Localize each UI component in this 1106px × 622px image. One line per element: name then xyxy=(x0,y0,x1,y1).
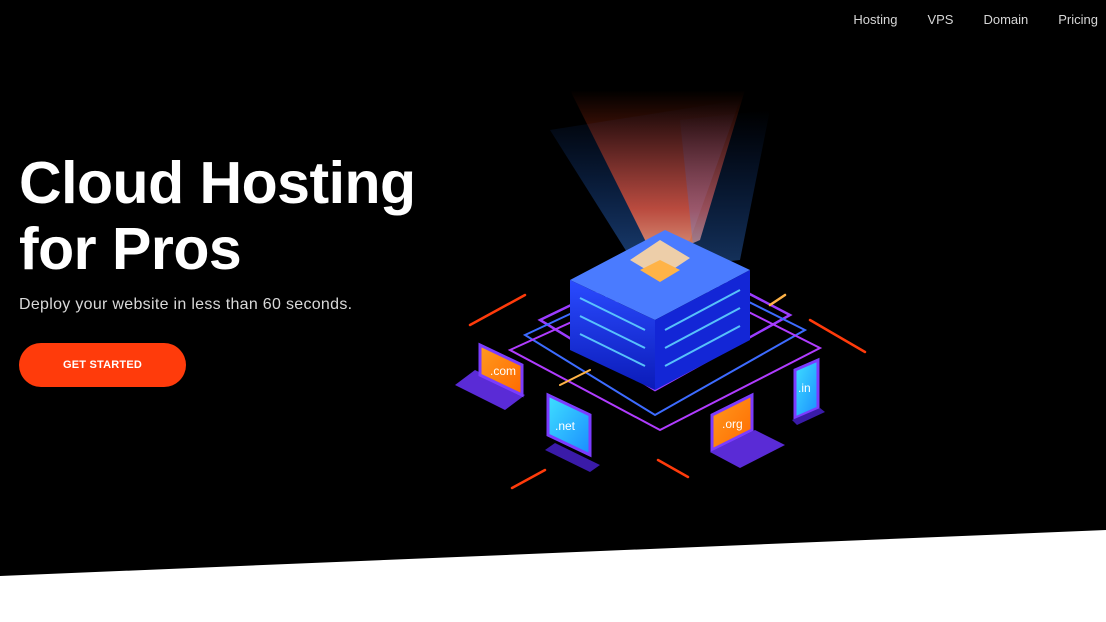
nav-domain[interactable]: Domain xyxy=(983,12,1029,27)
hero-title-line-1: Cloud Hosting xyxy=(19,150,416,216)
accent-streaks xyxy=(468,293,867,490)
nav-vps[interactable]: VPS xyxy=(927,12,954,27)
nav-pricing[interactable]: Pricing xyxy=(1058,12,1098,27)
domain-in-label: .in xyxy=(798,381,811,395)
server-illustration: .com .net .org .in xyxy=(455,90,867,490)
tablet-net-icon: .net xyxy=(545,392,600,472)
domain-org-label: .org xyxy=(722,417,743,431)
top-nav: Hosting VPS Domain Pricing xyxy=(823,12,1098,28)
laptop-com-icon: .com xyxy=(455,342,525,410)
nav-hosting[interactable]: Hosting xyxy=(853,12,898,27)
light-beams xyxy=(550,90,770,265)
domain-net-label: .net xyxy=(555,419,576,433)
domain-com-label: .com xyxy=(490,364,516,378)
hero-subtitle: Deploy your website in less than 60 seco… xyxy=(19,296,353,313)
laptop-org-icon: .org xyxy=(710,392,785,468)
server-cluster-icon xyxy=(570,230,750,390)
get-started-button[interactable]: GET STARTED xyxy=(19,343,186,387)
hero-title: Cloud Hosting for Pros xyxy=(19,150,416,282)
hero-title-line-2: for Pros xyxy=(19,216,242,282)
phone-in-icon: .in xyxy=(792,357,825,425)
